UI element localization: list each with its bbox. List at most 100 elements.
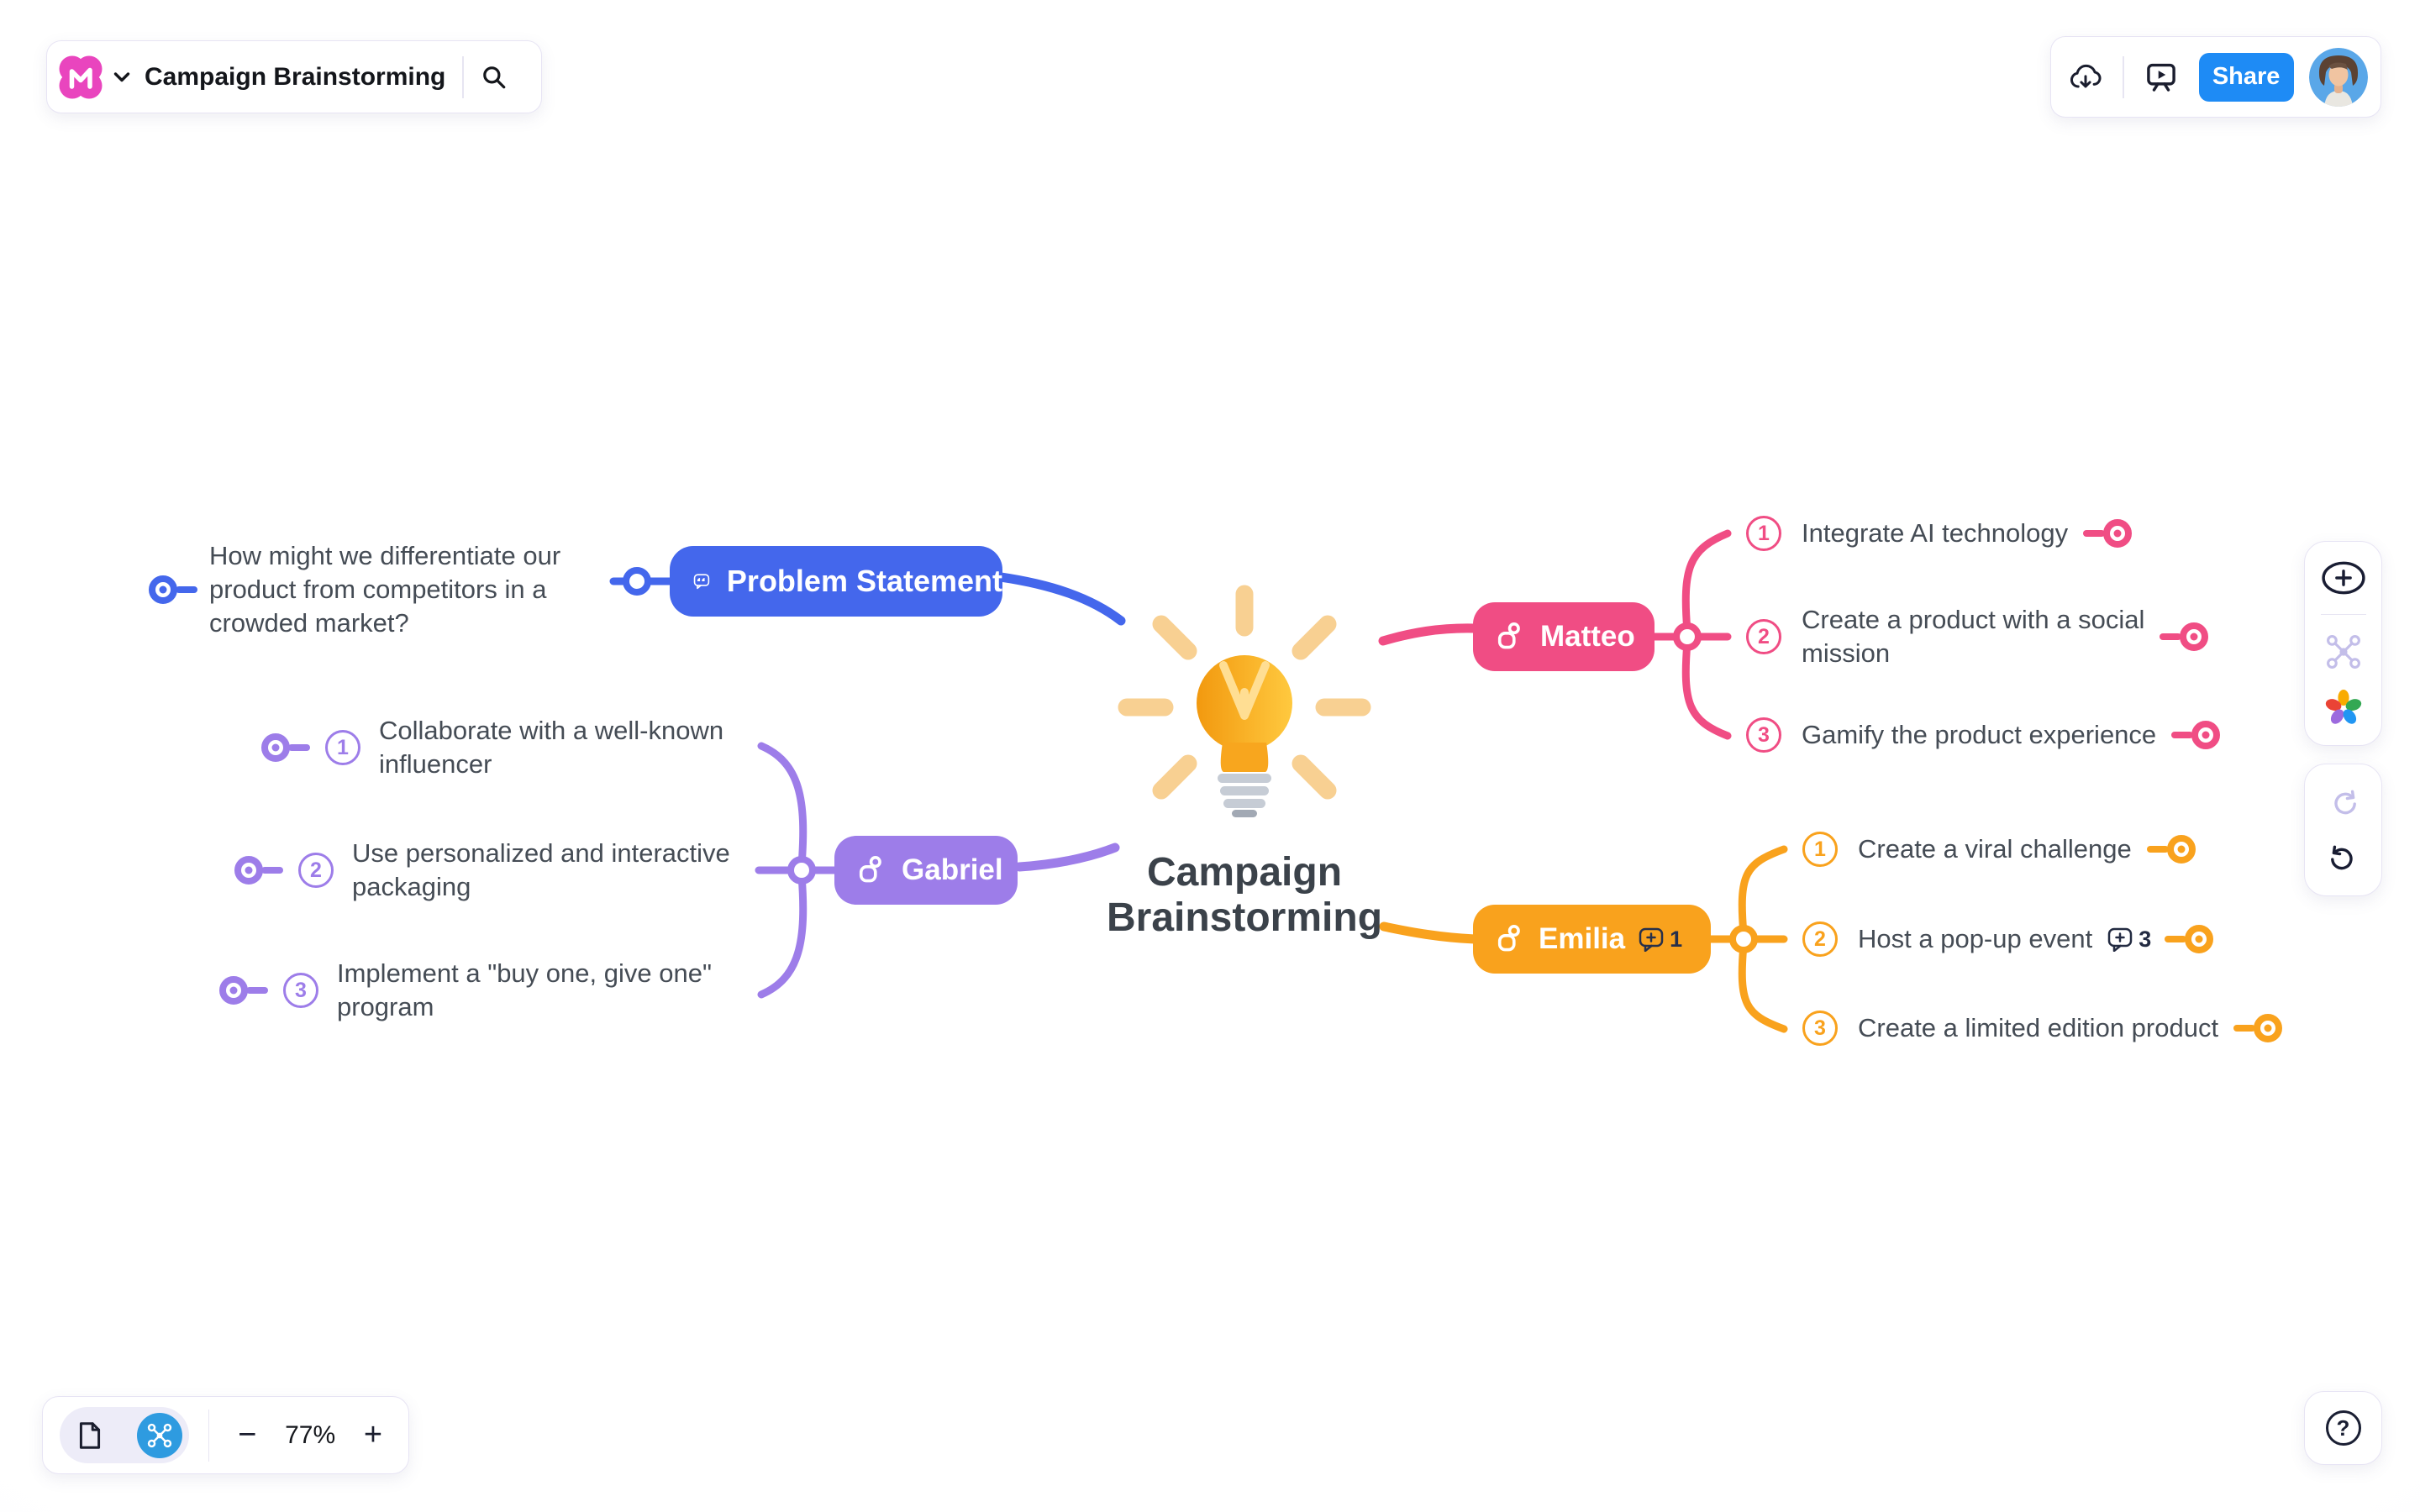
handle-stub	[2165, 936, 2187, 942]
node-problem-statement[interactable]: Problem Statement	[670, 546, 1002, 617]
central-node-title[interactable]: Campaign Brainstorming	[1106, 850, 1383, 940]
handle-stub	[176, 586, 197, 593]
map-tools-panel	[2304, 541, 2382, 746]
search-button[interactable]	[471, 54, 518, 101]
lightbulb-emoji	[1118, 585, 1371, 817]
present-button[interactable]	[2139, 55, 2183, 99]
junction-matteo[interactable]	[1673, 622, 1702, 651]
map-menu-button[interactable]	[111, 66, 133, 88]
share-button[interactable]: Share	[2198, 52, 2294, 102]
connector-problem-center	[996, 572, 1126, 626]
idea-text[interactable]: Collaborate with a well-known influencer	[379, 716, 724, 779]
lightbulb-rays	[1118, 585, 1371, 800]
zoom-in-button[interactable]: +	[363, 1417, 383, 1452]
person-icon	[1497, 622, 1520, 649]
avatar[interactable]	[2309, 47, 2368, 107]
cloud-download-icon	[2070, 64, 2102, 87]
handle-stub	[246, 987, 268, 994]
node-matteo[interactable]: Matteo	[1473, 602, 1655, 671]
drag-handle[interactable]	[261, 733, 290, 762]
idea-number[interactable]: 1	[1802, 832, 1838, 867]
comment-count: 3	[2139, 926, 2152, 952]
idea-text[interactable]: Implement a "buy one, give one" program	[337, 958, 712, 1021]
idea-text[interactable]: Gamify the product experience	[1802, 720, 2157, 749]
comment-plus-icon	[1639, 927, 1664, 952]
node-label: Problem Statement	[726, 564, 1002, 598]
handle-stub	[2083, 530, 2106, 537]
quote-icon	[693, 574, 710, 590]
comment-badge[interactable]: 3	[2107, 927, 2151, 953]
handle-stub	[2233, 1025, 2256, 1032]
drag-handle[interactable]	[2166, 835, 2196, 864]
child-gabriel-3: 3 Implement a "buy one, give one" progra…	[219, 957, 712, 1024]
idea-number[interactable]: 3	[1802, 1011, 1838, 1046]
presentation-icon	[2147, 63, 2176, 92]
connector-gabriel-center	[1014, 843, 1120, 872]
toolbar-divider	[2123, 55, 2124, 98]
idea-text[interactable]: Integrate AI technology	[1802, 518, 2069, 548]
lightbulb-base	[1218, 774, 1271, 783]
idea-number[interactable]: 1	[1746, 516, 1781, 551]
child-emilia-3: 3 Create a limited edition product	[1802, 1011, 2283, 1046]
idea-number[interactable]: 2	[1802, 921, 1838, 957]
app-logo[interactable]	[57, 54, 104, 101]
idea-number[interactable]: 3	[283, 973, 318, 1008]
zoom-out-button[interactable]: −	[238, 1417, 257, 1452]
comment-badge[interactable]: 1	[1639, 927, 1682, 953]
lightbulb-filament	[1219, 661, 1270, 720]
child-matteo-2: 2 Create a product with a social mission	[1746, 603, 2209, 670]
junction-problem[interactable]	[623, 567, 651, 596]
drag-handle[interactable]	[2180, 622, 2209, 651]
help-button[interactable]: ?	[2318, 1403, 2369, 1453]
drag-handle[interactable]	[234, 856, 263, 885]
node-gabriel[interactable]: Gabriel	[834, 836, 1018, 905]
connection-icon	[2326, 634, 2360, 669]
search-icon	[483, 66, 506, 88]
idea-number[interactable]: 1	[325, 730, 360, 765]
offline-button[interactable]	[2064, 55, 2107, 99]
idea-text[interactable]: Use personalized and interactive packagi…	[352, 838, 730, 901]
redo-icon	[2333, 790, 2356, 815]
undo-button[interactable]	[2325, 841, 2362, 874]
handle-stub	[288, 744, 310, 751]
branch-gabriel-3	[757, 871, 808, 999]
branch-matteo-3	[1681, 638, 1732, 740]
idea-number[interactable]: 2	[298, 853, 334, 888]
outline-view-button[interactable]	[73, 1419, 107, 1452]
node-emilia[interactable]: Emilia 1	[1473, 905, 1711, 974]
redo-button[interactable]	[2325, 785, 2362, 819]
add-topic-button[interactable]	[2319, 559, 2368, 597]
idea-text[interactable]: Create a limited edition product	[1858, 1013, 2219, 1042]
theme-flower-icon	[2325, 690, 2361, 724]
theme-button[interactable]	[2323, 688, 2364, 728]
drag-handle[interactable]	[219, 976, 248, 1005]
idea-text[interactable]: Host a pop-up event	[1858, 924, 2093, 953]
undo-icon	[2330, 845, 2353, 869]
junction-gabriel[interactable]	[787, 856, 816, 885]
share-toolbar: Share	[2050, 36, 2381, 118]
idea-text[interactable]: Create a viral challenge	[1858, 834, 2132, 864]
junction-emilia[interactable]	[1729, 925, 1758, 953]
branch-matteo-1	[1681, 529, 1732, 636]
handle-stub	[261, 867, 283, 874]
idea-number[interactable]: 3	[1746, 717, 1781, 753]
map-view-button[interactable]	[137, 1412, 182, 1458]
avatar-image	[2309, 47, 2368, 107]
idea-number[interactable]: 2	[1746, 619, 1781, 654]
idea-text[interactable]: How might we differentiate our product f…	[209, 541, 561, 638]
drag-handle[interactable]	[2191, 721, 2221, 749]
toolbar-divider	[208, 1409, 210, 1462]
document-icon	[79, 1421, 101, 1449]
drag-handle[interactable]	[2185, 925, 2214, 953]
drag-handle[interactable]	[149, 575, 177, 604]
node-label: Emilia	[1539, 922, 1626, 955]
zoom-level[interactable]: 77%	[285, 1420, 336, 1449]
idea-text[interactable]: Create a product with a social mission	[1802, 605, 2145, 668]
child-matteo-1: 1 Integrate AI technology	[1746, 516, 2133, 551]
drag-handle[interactable]	[2254, 1014, 2283, 1042]
drag-handle[interactable]	[2103, 519, 2133, 548]
connect-topics-button[interactable]	[2323, 632, 2364, 672]
handle-stub	[2160, 633, 2182, 640]
map-title[interactable]: Campaign Brainstorming	[145, 62, 446, 91]
